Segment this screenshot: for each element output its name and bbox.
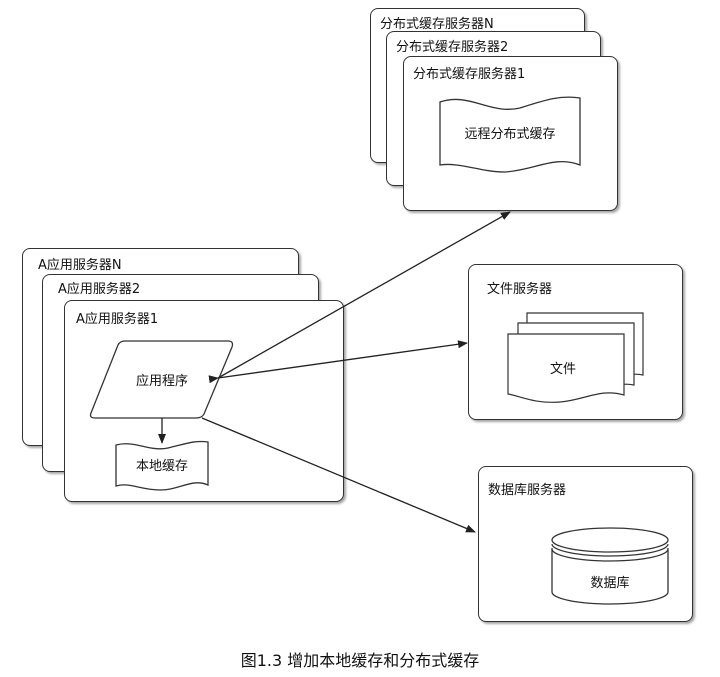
app-server-n-label: A应用服务器N — [38, 258, 122, 273]
application-label: 应用程序 — [136, 373, 188, 389]
database-shape: 数据库 — [551, 527, 669, 605]
figure-caption: 图1.3 增加本地缓存和分布式缓存 — [240, 651, 480, 670]
remote-cache-shape: 远程分布式缓存 — [439, 96, 581, 173]
remote-cache-label: 远程分布式缓存 — [464, 127, 555, 142]
app-to-db-server-arrow — [201, 417, 476, 533]
app-server-1-label: A应用服务器1 — [76, 312, 159, 327]
file-server-label: 文件服务器 — [487, 282, 553, 297]
distributed-cache-server-2-label: 分布式缓存服务器2 — [396, 40, 509, 55]
local-cache-label: 本地缓存 — [136, 459, 188, 474]
application-shape: 应用程序 — [89, 340, 234, 419]
db-server-label: 数据库服务器 — [488, 483, 567, 498]
distributed-cache-server-n-label: 分布式缓存服务器N — [380, 17, 494, 32]
app-server-2-label: A应用服务器2 — [58, 282, 141, 297]
files-label: 文件 — [550, 362, 576, 377]
files-shape: 文件 — [507, 312, 644, 403]
database-label: 数据库 — [590, 575, 629, 591]
app-to-distributed-cache-arrow — [217, 211, 511, 379]
local-cache-shape: 本地缓存 — [115, 440, 209, 491]
app-to-file-server-arrow — [208, 340, 468, 384]
distributed-cache-server-1-label: 分布式缓存服务器1 — [413, 67, 526, 82]
